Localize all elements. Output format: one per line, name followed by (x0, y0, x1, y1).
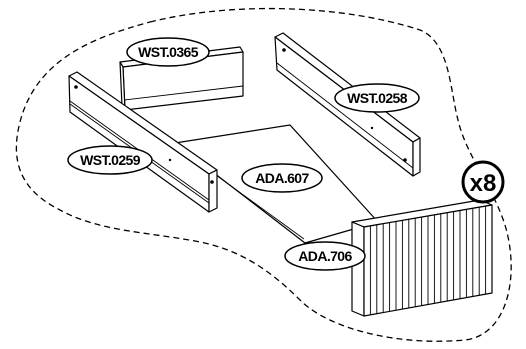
label-ada-607: ADA.607 (241, 163, 323, 193)
label-wst-0258: WST.0258 (334, 83, 420, 113)
quantity-text: x8 (470, 170, 497, 197)
label-wst-0259-text: WST.0259 (80, 152, 141, 168)
label-wst-0365-text: WST.0365 (138, 44, 199, 60)
ada-706-panel (351, 199, 493, 317)
label-wst-0258-text: WST.0258 (347, 90, 408, 106)
label-ada-706: ADA.706 (284, 241, 366, 271)
dashed-group-outline (15, 7, 512, 342)
label-wst-0365: WST.0365 (126, 37, 210, 67)
wst-0259-rail (68, 71, 218, 213)
label-wst-0259: WST.0259 (67, 145, 153, 175)
label-ada-607-text: ADA.607 (255, 170, 309, 186)
label-ada-706-text: ADA.706 (298, 248, 352, 264)
quantity-badge: x8 (461, 160, 505, 204)
